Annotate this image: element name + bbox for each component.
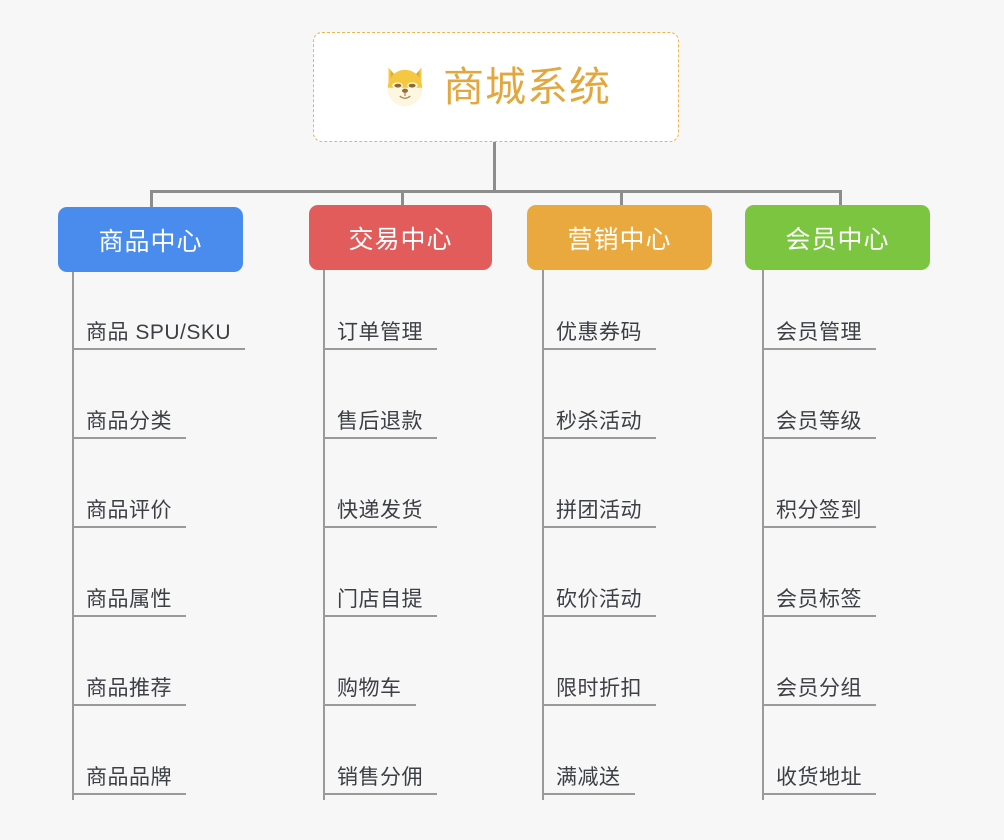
- leaf-label: 限时折扣: [556, 677, 642, 700]
- category-header-label: 会员中心: [785, 225, 890, 254]
- connector-root-stem: [493, 142, 496, 192]
- leaf-item[interactable]: 收货地址: [762, 751, 876, 795]
- leaf-label: 砍价活动: [556, 588, 642, 611]
- category-header-label: 交易中心: [348, 225, 453, 254]
- leaf-label: 积分签到: [776, 499, 862, 522]
- leaf-label: 会员管理: [776, 321, 862, 344]
- branch-trunk-2: [323, 270, 325, 800]
- category-header-1[interactable]: 商品中心: [58, 207, 243, 272]
- leaf-item[interactable]: 秒杀活动: [542, 395, 656, 439]
- connector-drop-3: [620, 190, 623, 210]
- leaf-item[interactable]: 商品品牌: [72, 751, 186, 795]
- leaf-label: 销售分佣: [337, 766, 423, 789]
- leaf-item[interactable]: 砍价活动: [542, 573, 656, 617]
- leaf-item[interactable]: 优惠券码: [542, 306, 656, 350]
- branch-trunk-1: [72, 272, 74, 800]
- connector-drop-2: [401, 190, 404, 210]
- leaf-label: 商品品牌: [86, 766, 172, 789]
- leaf-label: 商品推荐: [86, 677, 172, 700]
- leaf-item[interactable]: 购物车: [323, 662, 416, 706]
- leaf-label: 售后退款: [337, 410, 423, 433]
- leaf-item[interactable]: 会员标签: [762, 573, 876, 617]
- leaf-label: 商品分类: [86, 410, 172, 433]
- leaf-item[interactable]: 商品推荐: [72, 662, 186, 706]
- leaf-item[interactable]: 会员管理: [762, 306, 876, 350]
- connector-horizontal-bus: [150, 190, 842, 193]
- leaf-item[interactable]: 满减送: [542, 751, 635, 795]
- leaf-item[interactable]: 会员分组: [762, 662, 876, 706]
- category-header-label: 营销中心: [567, 225, 672, 254]
- leaf-label: 商品 SPU/SKU: [86, 321, 232, 344]
- leaf-item[interactable]: 商品属性: [72, 573, 186, 617]
- branch-trunk-3: [542, 270, 544, 800]
- leaf-label: 收货地址: [776, 766, 862, 789]
- leaf-label: 快递发货: [337, 499, 423, 522]
- leaf-item[interactable]: 商品分类: [72, 395, 186, 439]
- leaf-item[interactable]: 订单管理: [323, 306, 437, 350]
- leaf-label: 会员分组: [776, 677, 862, 700]
- leaf-label: 满减送: [556, 766, 621, 789]
- leaf-item[interactable]: 商品 SPU/SKU: [72, 306, 246, 350]
- leaf-item[interactable]: 拼团活动: [542, 484, 656, 528]
- leaf-item[interactable]: 积分签到: [762, 484, 876, 528]
- leaf-label: 商品评价: [86, 499, 172, 522]
- leaf-label: 会员标签: [776, 588, 862, 611]
- leaf-label: 订单管理: [337, 321, 423, 344]
- leaf-label: 门店自提: [337, 588, 423, 611]
- leaf-item[interactable]: 售后退款: [323, 395, 437, 439]
- leaf-item[interactable]: 商品评价: [72, 484, 186, 528]
- leaf-label: 购物车: [337, 677, 402, 700]
- leaf-item[interactable]: 门店自提: [323, 573, 437, 617]
- leaf-label: 秒杀活动: [556, 410, 642, 433]
- leaf-label: 拼团活动: [556, 499, 642, 522]
- leaf-label: 商品属性: [86, 588, 172, 611]
- category-header-3[interactable]: 营销中心: [527, 205, 712, 270]
- category-header-label: 商品中心: [98, 227, 203, 256]
- root-title: 商城系统: [443, 63, 611, 110]
- category-header-4[interactable]: 会员中心: [745, 205, 930, 270]
- leaf-label: 会员等级: [776, 410, 862, 433]
- shiba-dog-face-icon: [381, 63, 429, 111]
- leaf-item[interactable]: 限时折扣: [542, 662, 656, 706]
- leaf-item[interactable]: 会员等级: [762, 395, 876, 439]
- branch-trunk-4: [762, 270, 764, 800]
- leaf-item[interactable]: 快递发货: [323, 484, 437, 528]
- leaf-item[interactable]: 销售分佣: [323, 751, 437, 795]
- root-node[interactable]: 商城系统: [313, 32, 679, 142]
- connector-drop-1: [150, 190, 153, 210]
- category-header-2[interactable]: 交易中心: [309, 205, 492, 270]
- connector-drop-4: [839, 190, 842, 210]
- leaf-label: 优惠券码: [556, 321, 642, 344]
